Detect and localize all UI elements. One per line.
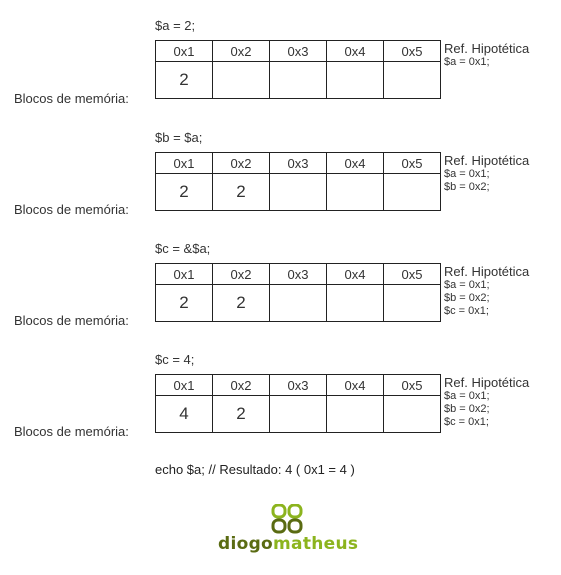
reference-panel: Ref. Hipotética$a = 0x1; [444, 41, 529, 69]
value-cell [269, 61, 327, 99]
value-cell [383, 284, 441, 322]
code-line: $a = 2; [155, 18, 196, 33]
memory-blocks-label: Blocos de memória: [14, 202, 129, 217]
logo: diogomatheus [218, 500, 358, 560]
reference-line: $b = 0x2; [444, 181, 490, 193]
value-cell [383, 395, 441, 433]
reference-line: $a = 0x1; [444, 279, 490, 291]
reference-title: Ref. Hipotética [444, 375, 530, 390]
value-cell [326, 395, 384, 433]
address-cell: 0x2 [212, 374, 270, 396]
address-cell: 0x3 [269, 152, 327, 174]
address-cell: 0x4 [326, 40, 384, 62]
address-cell: 0x3 [269, 263, 327, 285]
value-cell [326, 284, 384, 322]
logo-text-dark: diogo [218, 534, 274, 554]
value-cell [383, 61, 441, 99]
address-cell: 0x5 [383, 40, 441, 62]
reference-line: $a = 0x1; [444, 168, 490, 180]
address-cell: 0x5 [383, 152, 441, 174]
address-cell: 0x4 [326, 263, 384, 285]
reference-line: $c = 0x1; [444, 416, 489, 428]
value-cell: 2 [212, 395, 270, 433]
value-cell: 2 [155, 284, 213, 322]
value-cell: 2 [155, 173, 213, 211]
address-cell: 0x2 [212, 40, 270, 62]
address-cell: 0x4 [326, 152, 384, 174]
reference-line: $b = 0x2; [444, 292, 490, 304]
code-line: $c = 4; [155, 352, 195, 367]
reference-line: $a = 0x1; [444, 56, 490, 68]
logo-wordmark: diogomatheus [218, 534, 358, 554]
reference-title: Ref. Hipotética [444, 264, 530, 279]
address-cell: 0x1 [155, 40, 213, 62]
logo-text-light: matheus [273, 534, 359, 554]
value-cell: 4 [155, 395, 213, 433]
reference-line: $b = 0x2; [444, 403, 490, 415]
value-cell [383, 173, 441, 211]
reference-line: $a = 0x1; [444, 390, 490, 402]
value-cell [326, 61, 384, 99]
memory-blocks-label: Blocos de memória: [14, 313, 129, 328]
address-cell: 0x3 [269, 374, 327, 396]
reference-line: $c = 0x1; [444, 305, 489, 317]
address-cell: 0x1 [155, 152, 213, 174]
reference-panel: Ref. Hipotética$a = 0x1;$b = 0x2;$c = 0x… [444, 264, 529, 318]
address-cell: 0x1 [155, 263, 213, 285]
reference-title: Ref. Hipotética [444, 41, 530, 56]
logo-mark-icon [271, 504, 303, 534]
code-line: $b = $a; [155, 130, 203, 145]
address-cell: 0x4 [326, 374, 384, 396]
code-line: $c = &$a; [155, 241, 211, 256]
value-cell [269, 173, 327, 211]
reference-panel: Ref. Hipotética$a = 0x1;$b = 0x2; [444, 153, 529, 194]
address-cell: 0x2 [212, 263, 270, 285]
value-cell [326, 173, 384, 211]
address-cell: 0x5 [383, 263, 441, 285]
memory-blocks-label: Blocos de memória: [14, 91, 129, 106]
echo-statement: echo $a; // Resultado: 4 ( 0x1 = 4 ) [155, 462, 355, 477]
value-cell: 2 [155, 61, 213, 99]
value-cell [269, 395, 327, 433]
value-cell: 2 [212, 173, 270, 211]
memory-blocks-label: Blocos de memória: [14, 424, 129, 439]
value-cell: 2 [212, 284, 270, 322]
reference-panel: Ref. Hipotética$a = 0x1;$b = 0x2;$c = 0x… [444, 375, 529, 429]
value-cell [212, 61, 270, 99]
address-cell: 0x2 [212, 152, 270, 174]
address-cell: 0x1 [155, 374, 213, 396]
value-row: 2 [155, 61, 441, 99]
address-cell: 0x5 [383, 374, 441, 396]
value-cell [269, 284, 327, 322]
reference-title: Ref. Hipotética [444, 153, 530, 168]
address-cell: 0x3 [269, 40, 327, 62]
